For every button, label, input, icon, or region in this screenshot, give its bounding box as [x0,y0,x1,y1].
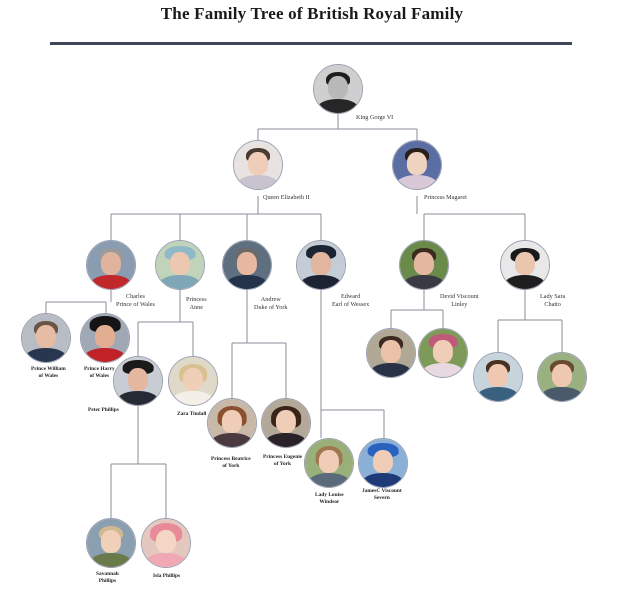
label-eugenie-line2: of York [274,460,292,467]
label-william-line2: of Wales [38,372,59,379]
connector-king-children [257,114,418,140]
portrait-harry[interactable] [80,313,130,363]
label-william: Prince William of Wales [31,366,66,380]
portrait-david[interactable] [399,240,449,290]
portrait-andrew[interactable] [222,240,272,290]
label-james-line1: JamesC Viscount [362,488,402,494]
portrait-princess-margaret[interactable] [392,140,442,190]
connector-queen-children [110,196,322,240]
label-edward-line1: Edward [340,293,361,300]
label-beatrice-line1: Princess Beatrice [211,456,251,462]
label-james: JamesC Viscount Severn [362,488,402,502]
label-anne-line2: Anne [189,303,204,311]
portrait-sarah[interactable] [500,240,550,290]
title-divider [50,42,572,45]
label-beatrice-line2: of York [222,462,240,469]
portrait-queen-elizabeth[interactable] [233,140,283,190]
portrait-charles[interactable] [86,240,136,290]
label-charles: Charles Prince of Wales [116,293,155,309]
portrait-savannah[interactable] [86,518,136,568]
label-anne: Princess Anne [186,296,207,312]
portrait-anne[interactable] [155,240,205,290]
label-king-george: King Gorge VI [356,114,394,121]
portrait-king-george[interactable] [313,64,363,114]
connector-anne-children [137,290,194,356]
label-david-line1: Devid Viscount [440,293,479,300]
portrait-eugenie[interactable] [261,398,311,448]
label-princess-margaret: Princess Magaret [424,194,467,201]
portrait-isla[interactable] [141,518,191,568]
portrait-sarah-son-1[interactable] [473,352,523,402]
label-savannah-line2: Phillips [98,577,117,584]
connector-edward-children [320,290,385,438]
connector-margaret-children [416,196,526,240]
label-sarah-line1: Lady Sara [540,293,566,300]
label-andrew-line1: Andrew [260,296,281,303]
label-harry: Prince Harry of Wales [84,366,115,380]
label-savannah-line1: Savannah [96,571,119,577]
label-james-line2: Severn [373,494,390,501]
label-david: Devid Viscount Linley [440,293,479,309]
portrait-zara[interactable] [168,356,218,406]
page-title: The Family Tree of British Royal Family [160,4,464,23]
connector-charles-children [45,290,112,313]
label-andrew-line2: Duke of York [254,303,288,311]
label-louise-line1: Lady Louise [315,492,344,498]
label-beatrice: Princess Beatrice of York [211,456,251,470]
label-david-line2: Linley [451,300,468,308]
label-charles-line1: Charles [126,293,145,300]
label-charles-line2: Prince of Wales [116,300,155,308]
label-harry-line2: of Wales [89,372,110,379]
portrait-louise[interactable] [304,438,354,488]
label-edward-line2: Earl of Wessex [332,300,370,308]
label-edward: Edward Earl of Wessex [332,293,369,309]
label-sarah-line2: Chatto [544,300,561,308]
connector-peter-children [110,406,167,518]
label-queen-elizabeth: Queen Elizabeth II [263,194,310,201]
label-andrew: Andrew Duke of York [254,296,288,312]
label-eugenie: Princess Eugenie of York [263,454,302,468]
label-anne-line1: Princess [186,296,207,303]
label-louise-line2: Windsor [319,498,340,505]
label-louise: Lady Louise Windsor [315,492,344,506]
label-sarah: Lady Sara Chatto [540,293,565,309]
label-peter: Peter Phillips [88,407,119,413]
label-william-line1: Prince William [31,366,66,372]
portrait-beatrice[interactable] [207,398,257,448]
portrait-sarah-son-2[interactable] [537,352,587,402]
label-harry-line1: Prince Harry [84,366,115,372]
connector-david-children [390,290,444,328]
portrait-edward[interactable] [296,240,346,290]
portrait-david-son[interactable] [366,328,416,378]
connector-sarah-children [497,290,563,352]
label-eugenie-line1: Princess Eugenie [263,454,303,460]
label-zara: Zara Tindall [177,411,207,417]
portrait-james[interactable] [358,438,408,488]
portrait-william[interactable] [21,313,71,363]
portrait-peter[interactable] [113,356,163,406]
portrait-david-daughter[interactable] [418,328,468,378]
label-savannah: Savannah Phillips [96,571,119,585]
label-isla: Isla Phillips [153,573,181,579]
connector-andrew-children [231,290,287,398]
